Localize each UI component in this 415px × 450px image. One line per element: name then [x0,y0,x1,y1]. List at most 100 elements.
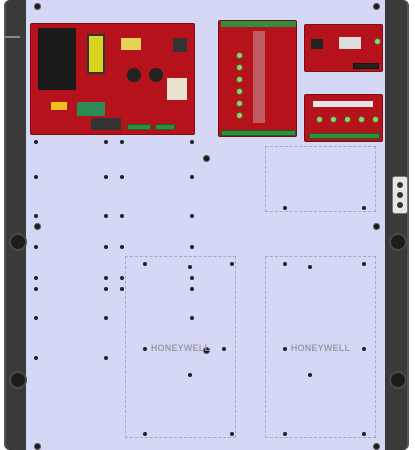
frame-hole-left-upper [11,235,25,249]
mount-hole [230,432,234,436]
mount-hole [190,140,194,144]
led-indicator [375,39,380,44]
terminal-block[interactable] [221,130,296,136]
mount-hole [190,214,194,218]
relay [173,38,187,52]
mount-hole [104,356,108,360]
led-indicator [359,117,364,122]
mount-hole [120,276,124,280]
latch-pin-icon [397,182,403,188]
led-indicator [317,117,322,122]
frame-hole-left-lower [11,373,25,387]
frame-hole-right-lower [391,373,405,387]
connector [91,118,121,130]
terminal-block[interactable] [155,124,175,130]
mount-hole [308,265,312,269]
latch-pin-icon [397,192,403,198]
mount-hole [188,373,192,377]
capacitor [121,38,141,50]
mount-hole [104,287,108,291]
latch-pin-icon [397,202,403,208]
mount-hole [283,432,287,436]
mount-hole [362,432,366,436]
mount-hole [222,347,226,351]
led-indicator [237,65,242,70]
screw [34,443,41,450]
mount-hole [104,140,108,144]
led-indicator [237,77,242,82]
wire-tab [4,36,20,38]
mount-slot [265,146,376,212]
mount-hole [362,206,366,210]
mount-hole [120,140,124,144]
heatsink [167,78,187,100]
mount-hole [104,214,108,218]
mount-hole [34,356,38,360]
mount-hole [190,287,194,291]
power-supply-board[interactable] [30,23,195,135]
terminal-block[interactable] [353,63,379,69]
chip [51,102,67,110]
slot-label: HONEYWELL [150,343,211,353]
mount-hole [143,347,147,351]
led-indicator [237,53,242,58]
mount-hole [188,265,192,269]
chip [77,102,105,116]
relay-column [253,31,265,123]
chip [313,101,373,107]
transformer [38,28,76,90]
mount-hole [190,175,194,179]
frame-hole-right-upper [391,235,405,249]
terminal-block[interactable] [309,133,380,139]
mount-hole [190,276,194,280]
mount-hole [362,347,366,351]
capacitor [127,68,141,82]
mount-hole [120,175,124,179]
screw [34,3,41,10]
mount-slot: HONEYWELL [265,256,376,438]
led-indicator [331,117,336,122]
terminal-block[interactable] [127,124,151,130]
connector [339,37,361,49]
mount-hole [190,316,194,320]
mount-hole [230,262,234,266]
mount-hole [34,287,38,291]
mount-hole [362,262,366,266]
mount-hole [120,287,124,291]
led-indicator [373,117,378,122]
mount-hole [104,245,108,249]
chip [311,39,323,49]
screw [373,443,380,450]
mount-hole [34,276,38,280]
mount-hole [34,140,38,144]
mount-hole [120,214,124,218]
door-latch[interactable] [392,176,408,214]
mount-hole [283,347,287,351]
mount-hole [34,316,38,320]
mount-hole [104,316,108,320]
mount-hole [104,276,108,280]
inductor [87,34,105,74]
mount-hole [283,262,287,266]
controller-module[interactable] [304,24,383,72]
mount-hole [190,245,194,249]
screw [34,223,41,230]
led-indicator [237,89,242,94]
mount-hole [143,262,147,266]
mount-hole [283,206,287,210]
mount-hole [34,245,38,249]
capacitor [149,68,163,82]
slot-label: HONEYWELL [290,343,351,353]
mount-hole [120,245,124,249]
relay-board[interactable] [218,20,297,137]
terminal-strip [221,21,296,27]
output-module[interactable] [304,94,383,142]
screw [203,155,210,162]
screw [373,223,380,230]
mount-hole [143,432,147,436]
mount-hole [308,373,312,377]
mount-hole [34,214,38,218]
mount-hole [104,175,108,179]
mount-hole [34,175,38,179]
led-indicator [345,117,350,122]
